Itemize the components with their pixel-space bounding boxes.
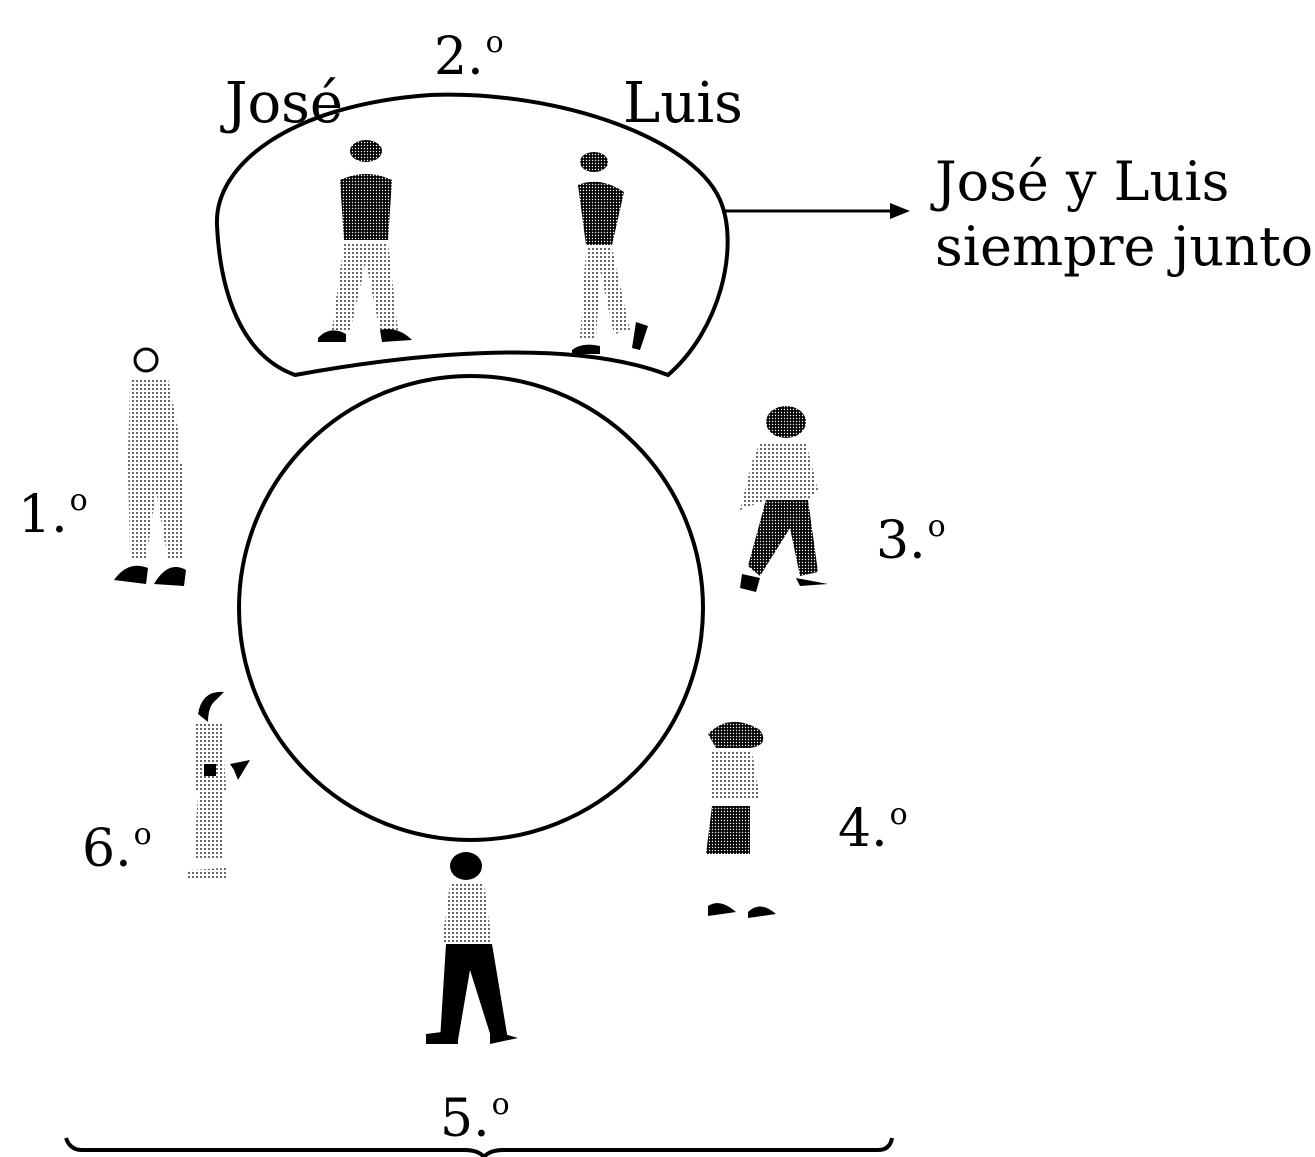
note-text: José y Luis siempre juntos bbox=[935, 150, 1315, 280]
position-label-1: 1.o bbox=[18, 483, 88, 545]
note-line-1: José y Luis bbox=[935, 150, 1230, 213]
person-3 bbox=[740, 406, 828, 592]
bottom-brace bbox=[64, 1137, 894, 1157]
person-6 bbox=[186, 691, 250, 878]
person-luis bbox=[572, 152, 648, 354]
position-label-4: 4.o bbox=[838, 797, 908, 859]
center-circle bbox=[237, 374, 705, 842]
note-line-2: siempre juntos bbox=[935, 214, 1315, 278]
name-jose: José bbox=[225, 71, 344, 136]
person-jose bbox=[318, 140, 412, 342]
arrow-head bbox=[890, 203, 910, 219]
position-label-3: 3.o bbox=[876, 509, 946, 571]
name-luis: Luis bbox=[623, 71, 743, 136]
person-5 bbox=[426, 852, 518, 1044]
group-enclosure bbox=[214, 92, 730, 378]
position-label-5: 5.o bbox=[440, 1087, 510, 1149]
person-4 bbox=[706, 721, 776, 918]
position-label-2: 2.o bbox=[434, 25, 504, 87]
position-label-6: 6.o bbox=[82, 817, 152, 879]
person-1 bbox=[114, 347, 186, 586]
